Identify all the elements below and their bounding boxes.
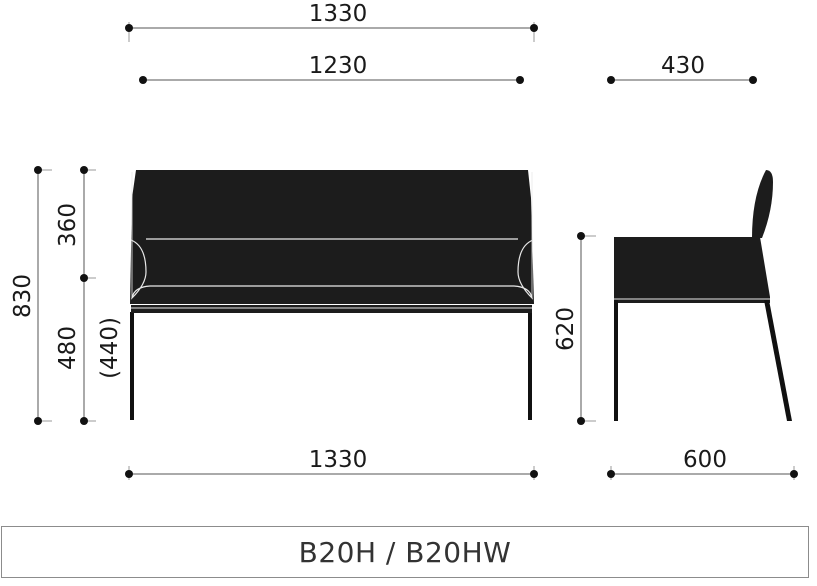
- technical-drawing: 1330 1230 430 830 360 480 (440): [10, 1, 798, 480]
- sofa-side-view: [614, 170, 792, 421]
- dim-seat-height-alt-label: (440): [97, 317, 123, 379]
- dim-front-bottom-label: 1330: [309, 447, 368, 473]
- dim-back-seat-height: 360 480: [55, 166, 96, 425]
- front-right-leg: [528, 312, 532, 420]
- dim-side-top: 430: [607, 53, 757, 84]
- front-upholstery-body: [130, 170, 534, 304]
- side-front-leg: [614, 300, 618, 421]
- dim-side-top-label: 430: [661, 53, 705, 79]
- dim-side-arm-height-label: 620: [553, 307, 579, 351]
- dim-front-top-outer-label: 1330: [309, 1, 368, 27]
- dim-front-top-inner-label: 1230: [309, 53, 368, 79]
- side-back-cushion: [752, 170, 773, 238]
- dim-front-bottom: 1330: [125, 447, 538, 480]
- front-frame-rail: [131, 305, 532, 313]
- sofa-front-view: [130, 170, 534, 420]
- dim-side-arm-height: 620: [553, 232, 596, 425]
- side-seat-block: [614, 237, 770, 297]
- dim-front-top-inner: 1230: [139, 53, 524, 84]
- side-back-leg: [764, 300, 792, 421]
- model-label: B20H / B20HW: [298, 535, 512, 569]
- dim-back-height-label: 360: [55, 203, 81, 247]
- dim-side-bottom: 600: [607, 447, 798, 480]
- dim-side-bottom-label: 600: [683, 447, 727, 473]
- dim-seat-height-label: 480: [55, 326, 81, 370]
- dim-front-top-outer: 1330: [125, 1, 538, 42]
- dim-total-height: 830: [10, 166, 52, 425]
- dim-total-height-label: 830: [10, 274, 36, 318]
- model-box: B20H / B20HW: [1, 526, 809, 578]
- front-left-leg: [130, 312, 134, 420]
